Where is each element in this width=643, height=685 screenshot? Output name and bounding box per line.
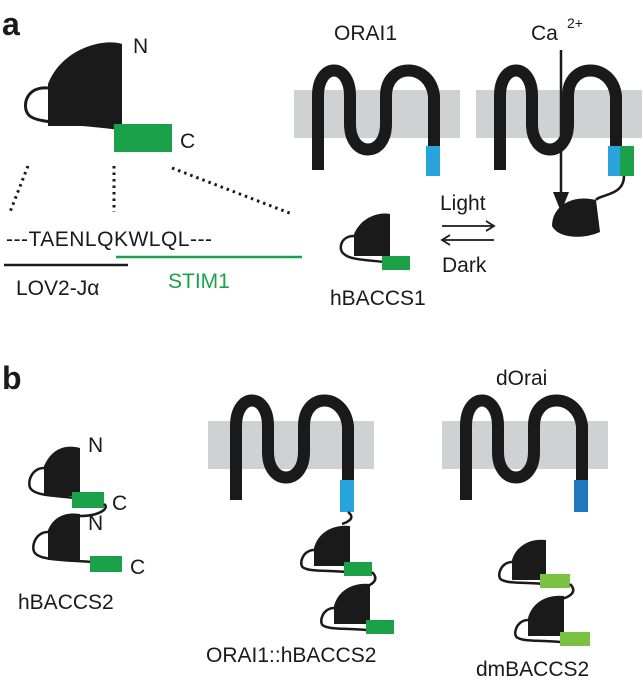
lov2-domain-large: N C: [24, 35, 195, 153]
hbaccs2-lov2-domain-1: [44, 446, 80, 496]
dmbaccs2-hinge-2: [514, 618, 561, 644]
hbaccs2-schematic: N C N C: [28, 434, 145, 579]
fusion-label: ORAI1::hBACCS2: [206, 644, 376, 667]
stim1-label: STIM1: [168, 270, 230, 293]
c-terminal-label: C: [180, 130, 195, 153]
dorai-chain: [460, 394, 588, 512]
released-lov2-domain: [552, 198, 600, 237]
panel-a: a N C ---TAENLQKWLQL--- LOV2-Jα STIM1 OR…: [2, 6, 642, 310]
hbaccs2-c1-label: C: [112, 492, 127, 515]
fusion-linker-1: [341, 511, 353, 526]
hbaccs1-schematic: [339, 213, 410, 270]
lov2-label: LOV2-Jα: [16, 277, 99, 300]
fusion-hinge-1: [300, 548, 347, 574]
calcium-charge: 2+: [567, 15, 583, 31]
hinge-loop: [24, 86, 117, 130]
dark-label: Dark: [442, 254, 487, 277]
panel-b: b N C N C hBACCS2 ORAI1::hBACCS2: [2, 360, 608, 681]
fusion-stim1-box-2: [366, 620, 394, 634]
fusion-hinge-2: [320, 606, 367, 632]
bound-stim1-green: [620, 146, 634, 176]
hbaccs2-hinge-1: [28, 466, 75, 500]
hbaccs2-linker: [79, 502, 107, 518]
hbaccs2-stim1-box-1: [72, 492, 104, 508]
orai1-label: ORAI1: [334, 22, 397, 45]
hbaccs2-lov2-domain-2: [48, 513, 80, 560]
hbaccs1-stim1-box: [382, 256, 410, 270]
orai1-fusion-chain: [230, 394, 354, 512]
dmbaccs2-stim-box-2: [560, 632, 590, 646]
panel-b-letter: b: [2, 360, 22, 396]
released-linker: [594, 175, 626, 201]
sequence-text: ---TAENLQKWLQL---: [6, 228, 212, 251]
calcium-label: Ca: [531, 22, 558, 45]
fusion-stim1-box-1: [344, 562, 372, 576]
fusion-lov2-domain-1: [314, 525, 350, 566]
orai1-chain-light: [494, 64, 622, 176]
panel-a-letter: a: [2, 6, 20, 42]
dmbaccs2-lov2-domain-2: [528, 595, 564, 636]
dorai-label: dOrai: [496, 367, 547, 390]
zoom-line-right: [171, 166, 293, 216]
hbaccs2-stim1-box-2: [90, 556, 122, 572]
hbaccs2-label: hBACCS2: [18, 591, 114, 614]
reverse-arrowhead: [440, 234, 451, 246]
hbaccs2-n1-label: N: [88, 434, 103, 457]
dmbaccs2-stim-box-1: [540, 574, 570, 588]
dmbaccs2-schematic: [498, 539, 590, 646]
dmbaccs2-lov2-domain-1: [512, 539, 546, 580]
orai1-fusion-blue: [340, 480, 354, 512]
hbaccs1-label: hBACCS1: [330, 287, 426, 310]
lov2-core-shape: [48, 42, 122, 126]
orai1-chain-dark: [312, 64, 440, 176]
hbaccs2-c2-label: C: [130, 556, 145, 579]
orai1-cterm-blue: [426, 146, 440, 176]
forward-arrowhead: [485, 220, 496, 232]
hbaccs2-hinge-2: [32, 530, 93, 564]
zoom-line-left: [8, 165, 30, 213]
dmbaccs2-hinge-1: [498, 560, 545, 586]
orai1-light-cterm-blue: [608, 146, 622, 176]
n-terminal-label: N: [133, 35, 148, 58]
dmbaccs2-label: dmBACCS2: [476, 658, 589, 681]
dorai-cterm-blue: [574, 480, 588, 512]
stim1-fragment-box: [114, 124, 172, 152]
hbaccs1-lov2-domain: [354, 213, 390, 256]
hbaccs1-hinge: [339, 234, 385, 264]
fusion-lov2-domain-2: [334, 583, 370, 624]
hbaccs2-n2-label: N: [88, 512, 103, 535]
light-label: Light: [440, 192, 486, 215]
calcium-arrowhead: [553, 192, 569, 212]
